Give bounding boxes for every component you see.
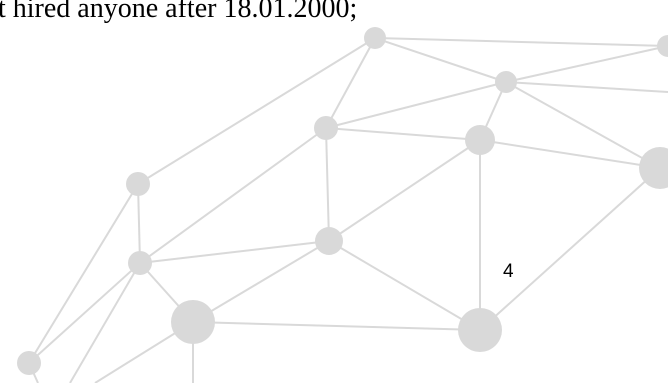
edge <box>28 183 139 364</box>
body-text-line: t hired anyone after 18.01.2000; <box>0 0 358 24</box>
node <box>639 147 668 189</box>
edge <box>328 139 481 242</box>
edge <box>139 127 327 264</box>
node <box>126 172 150 196</box>
node <box>364 27 386 49</box>
edge <box>28 262 141 364</box>
network-nodes <box>17 27 668 375</box>
node <box>171 300 215 344</box>
edge <box>69 262 141 383</box>
node <box>315 227 343 255</box>
edge <box>505 81 661 169</box>
edge <box>479 139 661 169</box>
edge <box>139 240 330 264</box>
node <box>657 35 668 57</box>
edge <box>505 81 668 93</box>
node <box>458 308 502 352</box>
edge <box>479 167 661 331</box>
edge <box>137 37 376 185</box>
edge <box>192 240 330 323</box>
node <box>465 125 495 155</box>
edge <box>374 37 507 83</box>
edge <box>328 240 481 331</box>
edge <box>325 127 330 242</box>
edge <box>192 321 481 331</box>
edge <box>505 45 668 83</box>
edge <box>325 81 507 129</box>
page-number: 4 <box>503 261 514 282</box>
node <box>314 116 338 140</box>
edge <box>325 37 376 129</box>
edge <box>325 127 481 141</box>
edge <box>137 183 141 264</box>
node <box>17 351 41 375</box>
network-edges <box>28 37 668 383</box>
node <box>128 251 152 275</box>
edge <box>374 37 668 47</box>
node <box>495 71 517 93</box>
